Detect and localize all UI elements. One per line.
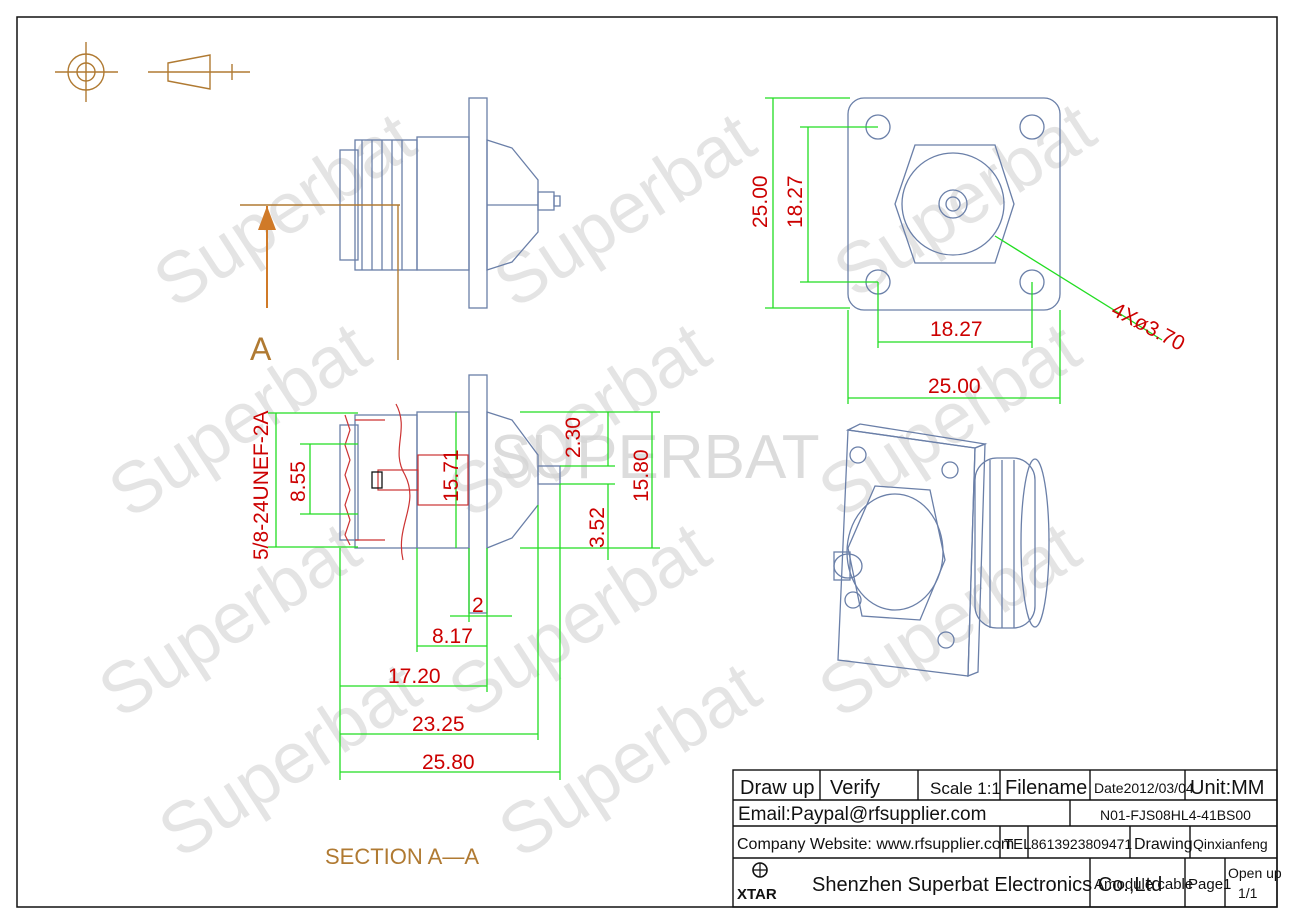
- dim-25-80: 25.80: [422, 751, 475, 774]
- part-number: N01-FJS08HL4-41BS00: [1100, 807, 1251, 823]
- dim-8-55: 8.55: [287, 461, 310, 502]
- dim-8-17: 8.17: [432, 625, 473, 648]
- section-label: SECTION A—A: [325, 844, 479, 869]
- dim-15-71: 15.71: [440, 449, 463, 502]
- dim-2: 2: [472, 594, 484, 617]
- tel-number: 8613923809471: [1031, 836, 1132, 852]
- dim-15-80: 15.80: [630, 449, 653, 502]
- dim-3-52: 3.52: [586, 507, 609, 548]
- dim-top-width-outer: 25.00: [928, 375, 981, 398]
- top-view-dimension-lines: [765, 97, 1163, 404]
- dim-17-20: 17.20: [388, 665, 441, 688]
- section-cut-line: [240, 204, 400, 360]
- draw-up-label: Draw up: [740, 777, 814, 799]
- date-label: Date2012/03/04: [1094, 780, 1194, 796]
- watermark: Superbat: [480, 97, 769, 323]
- title-block: Draw up Verify Scale 1:1 Filename Date20…: [732, 769, 1282, 908]
- dim-hole-spec: 4Xø3.70: [1108, 298, 1189, 356]
- drawing-label: Drawing: [1134, 836, 1193, 853]
- drawer-name: Qinxianfeng: [1193, 836, 1268, 852]
- dim-top-height-inner: 18.27: [784, 175, 807, 228]
- section-dimension-lines: [268, 411, 660, 780]
- drawing-border: [16, 16, 1278, 908]
- watermark: Superbat: [805, 507, 1094, 733]
- email-text: Email:Paypal@rfsupplier.com: [738, 804, 986, 825]
- dim-thread: 5/8-24UNEF-2A: [250, 411, 273, 560]
- dim-23-25: 23.25: [412, 713, 465, 736]
- open-up-fraction: 1/1: [1238, 885, 1258, 901]
- xtar-logo: XTAR: [737, 862, 777, 903]
- watermark: Superbat: [140, 97, 429, 323]
- watermark-layer: Superbat Superbat Superbat Superbat Supe…: [85, 87, 1109, 873]
- scale-label: Scale 1:1: [930, 779, 1001, 798]
- dim-2-30: 2.30: [562, 417, 585, 458]
- tel-label: TEL: [1004, 836, 1032, 853]
- company-name: Shenzhen Superbat Electronics Co.,Ltd: [812, 874, 1162, 896]
- open-up-label: Open up: [1228, 865, 1282, 881]
- website-text: Company Website: www.rfsupplier.com: [737, 836, 1014, 853]
- section-arrow-label: A: [250, 331, 272, 367]
- verify-label: Verify: [830, 777, 880, 799]
- logo-text: XTAR: [737, 886, 777, 903]
- projection-symbol: [55, 42, 250, 102]
- isometric-view: [833, 423, 1050, 677]
- module-label: Amodule cable: [1094, 876, 1193, 893]
- dim-top-height-outer: 25.00: [749, 175, 772, 228]
- page-label: Page1: [1188, 876, 1231, 893]
- watermark-center: SUPERBAT: [490, 423, 820, 492]
- filename-label: Filename: [1005, 777, 1087, 799]
- unit-label: Unit:MM: [1190, 777, 1264, 799]
- dim-top-width-inner: 18.27: [930, 318, 983, 341]
